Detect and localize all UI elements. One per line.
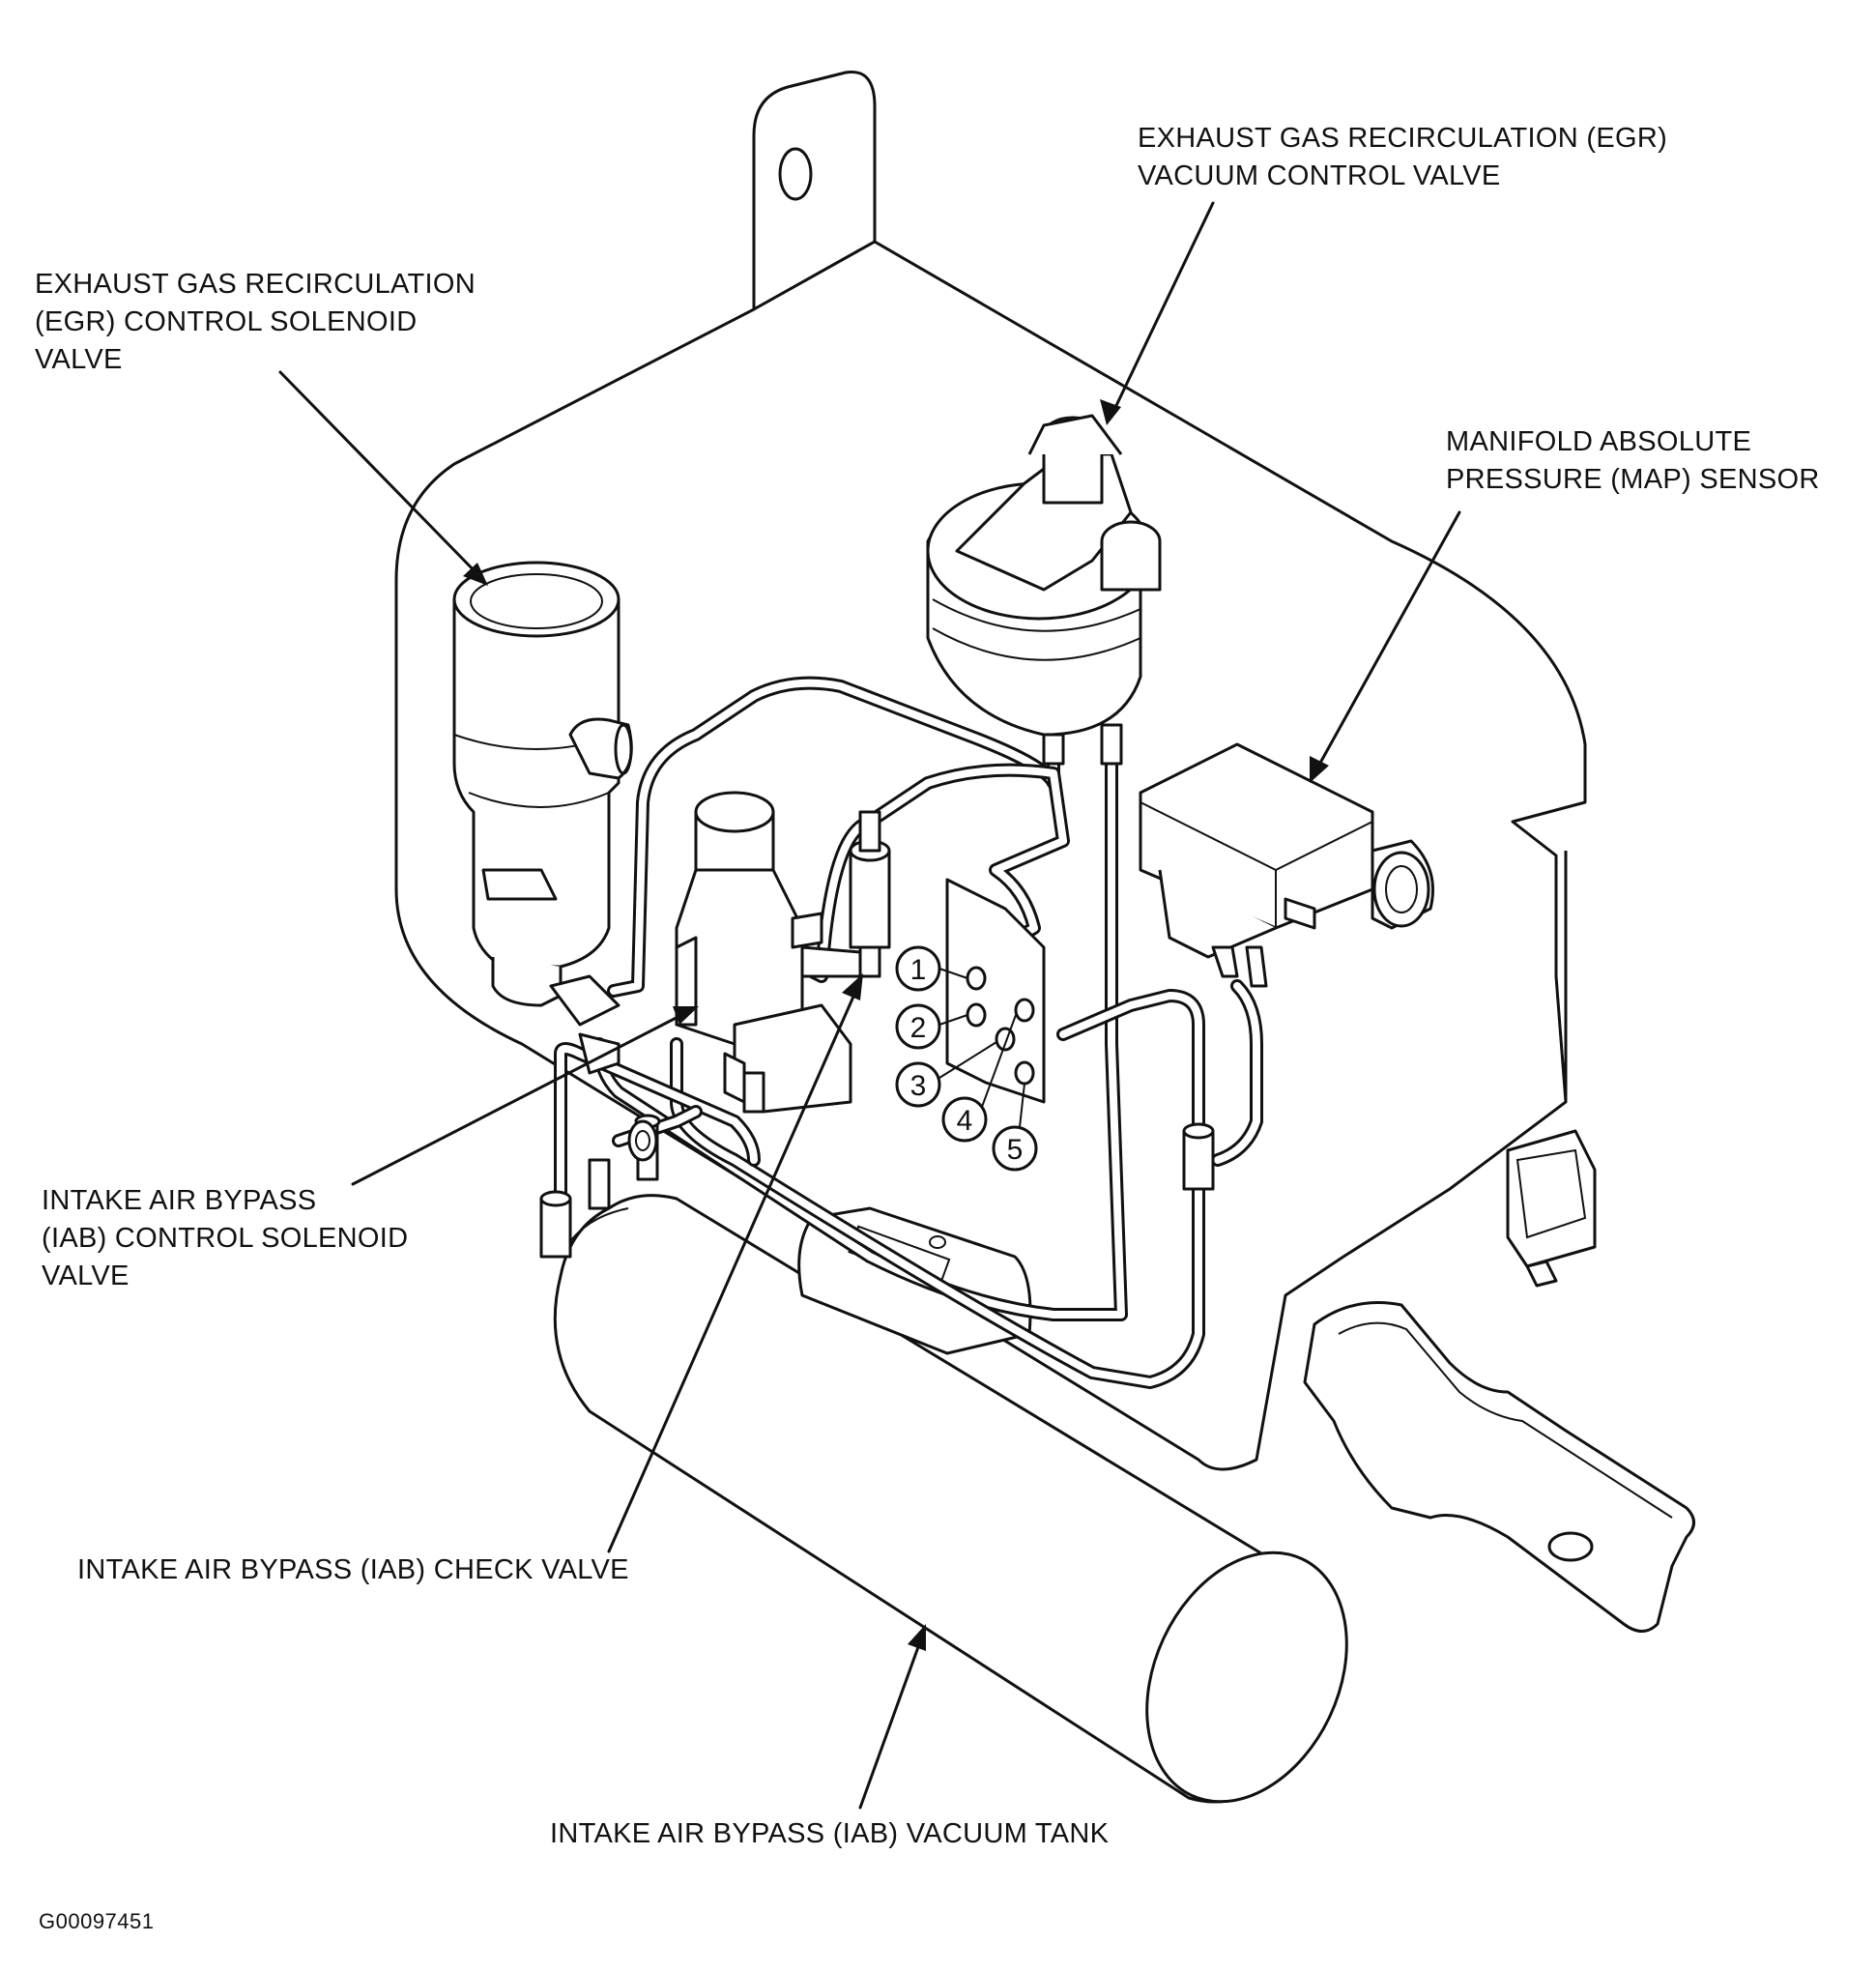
label-map-sensor: MANIFOLD ABSOLUTE PRESSURE (MAP) SENSOR <box>1446 426 1820 495</box>
map-sensor-drawing <box>1139 742 1434 988</box>
label-iab-check-valve: INTAKE AIR BYPASS (IAB) CHECK VALVE <box>77 1554 629 1585</box>
port-callout-4: 4 <box>941 1014 1017 1143</box>
iab-check-valve-drawing <box>849 810 891 978</box>
upper-mounting-bracket <box>752 70 877 311</box>
leader-iab-vacuum-tank <box>858 1624 926 1810</box>
label-egr-vacuum-control-valve: EXHAUST GAS RECIRCULATION (EGR) VACUUM C… <box>1138 123 1668 191</box>
leader-iab-control-solenoid-valve <box>351 1006 699 1186</box>
figure-id: G00097451 <box>39 1909 155 1933</box>
port-plate <box>945 878 1046 1104</box>
leader-egr-vacuum-control-valve <box>1100 201 1215 425</box>
port-number-2: 2 <box>910 1012 927 1044</box>
label-iab-control-solenoid-valve: INTAKE AIR BYPASS (IAB) CONTROL SOLENOID… <box>42 1185 409 1291</box>
port-number-5: 5 <box>1007 1134 1024 1166</box>
port-number-1: 1 <box>910 954 927 986</box>
strap-bolt-hole <box>1547 1531 1594 1562</box>
vacuum-hose-routing <box>554 676 1263 1389</box>
lower-mounting-strap <box>1303 1301 1695 1633</box>
leader-map-sensor <box>1310 510 1461 783</box>
port-callout-2: 2 <box>895 1003 968 1050</box>
port-callout-3: 3 <box>895 1041 997 1108</box>
leader-lines <box>278 201 1461 1810</box>
label-egr-control-solenoid-valve: EXHAUST GAS RECIRCULATION (EGR) CONTROL … <box>35 269 476 375</box>
iab-control-solenoid-valve-drawing <box>675 791 862 1114</box>
port-callouts: 1 2 3 4 5 <box>895 945 1038 1172</box>
mounting-panel <box>394 240 1587 1471</box>
port-callout-5: 5 <box>992 1083 1038 1172</box>
egr-control-solenoid-valve-drawing <box>452 561 633 1075</box>
leader-egr-control-solenoid-valve <box>278 370 488 586</box>
port-callout-1: 1 <box>895 945 968 992</box>
leader-iab-check-valve <box>607 973 863 1553</box>
egr-vacuum-control-valve-drawing <box>926 414 1162 766</box>
hose-fittings <box>539 1114 1215 1259</box>
port-number-4: 4 <box>957 1105 973 1137</box>
vacuum-tank-end-cap <box>1145 1551 1348 1804</box>
side-electrical-connector <box>1506 851 1597 1288</box>
label-iab-vacuum-tank: INTAKE AIR BYPASS (IAB) VACUUM TANK <box>550 1818 1110 1849</box>
bracket-bolt-hole <box>778 147 813 201</box>
port-number-3: 3 <box>910 1070 927 1102</box>
